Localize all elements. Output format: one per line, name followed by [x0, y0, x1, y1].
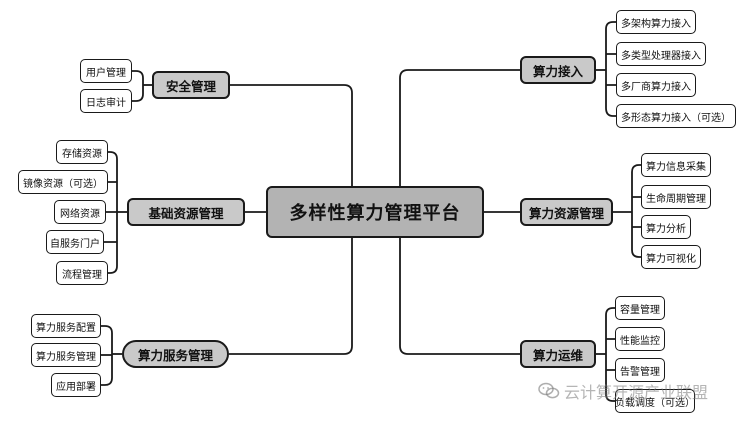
leaf-user-management: 用户管理: [80, 59, 132, 83]
leaf-load-scheduling: 负载调度（可选）: [615, 389, 695, 413]
branch-compute-access: 算力接入: [520, 56, 596, 84]
leaf-capacity-management: 容量管理: [615, 296, 665, 320]
leaf-compute-analysis: 算力分析: [641, 215, 691, 239]
wechat-icon: [538, 382, 560, 399]
branch-compute-ops: 算力运维: [520, 340, 596, 368]
leaf-log-audit: 日志审计: [80, 89, 132, 113]
connector-access: [399, 69, 520, 213]
leaf-performance-monitoring: 性能监控: [615, 327, 665, 351]
leaf-multi-vendor-access: 多厂商算力接入: [616, 73, 696, 97]
leaf-compute-visualization: 算力可视化: [641, 245, 701, 269]
leaf-service-management: 算力服务管理: [31, 343, 101, 367]
leaf-info-collection: 算力信息采集: [641, 153, 711, 177]
leaf-image-resource: 镜像资源（可选）: [18, 170, 108, 194]
central-topic-platform: 多样性算力管理平台: [266, 186, 484, 238]
branch-infra-resource-management: 基础资源管理: [127, 198, 245, 226]
leaf-service-config: 算力服务配置: [31, 314, 101, 338]
connector-service: [229, 212, 353, 355]
leaf-lifecycle-management: 生命周期管理: [641, 185, 711, 209]
leaf-process-management: 流程管理: [56, 261, 108, 285]
leaf-self-service-portal: 自服务门户: [46, 230, 104, 254]
watermark: 云计算开源产业联盟: [538, 379, 708, 403]
leaf-app-deployment: 应用部署: [51, 373, 101, 397]
leaf-network-resource: 网络资源: [54, 200, 106, 224]
branch-compute-resource: 算力资源管理: [520, 198, 613, 226]
connector-ops: [399, 212, 520, 355]
leaf-multi-arch-access: 多架构算力接入: [616, 10, 696, 34]
leaf-multi-processor-access: 多类型处理器接入: [616, 42, 706, 66]
leaf-storage-resource: 存储资源: [56, 140, 108, 164]
leaf-alert-management: 告警管理: [615, 358, 665, 382]
watermark-text: 云计算开源产业联盟: [564, 383, 709, 402]
branch-security-management: 安全管理: [152, 71, 230, 99]
leaf-multi-form-access: 多形态算力接入（可选）: [616, 104, 736, 128]
branch-compute-service-management: 算力服务管理: [122, 340, 229, 368]
